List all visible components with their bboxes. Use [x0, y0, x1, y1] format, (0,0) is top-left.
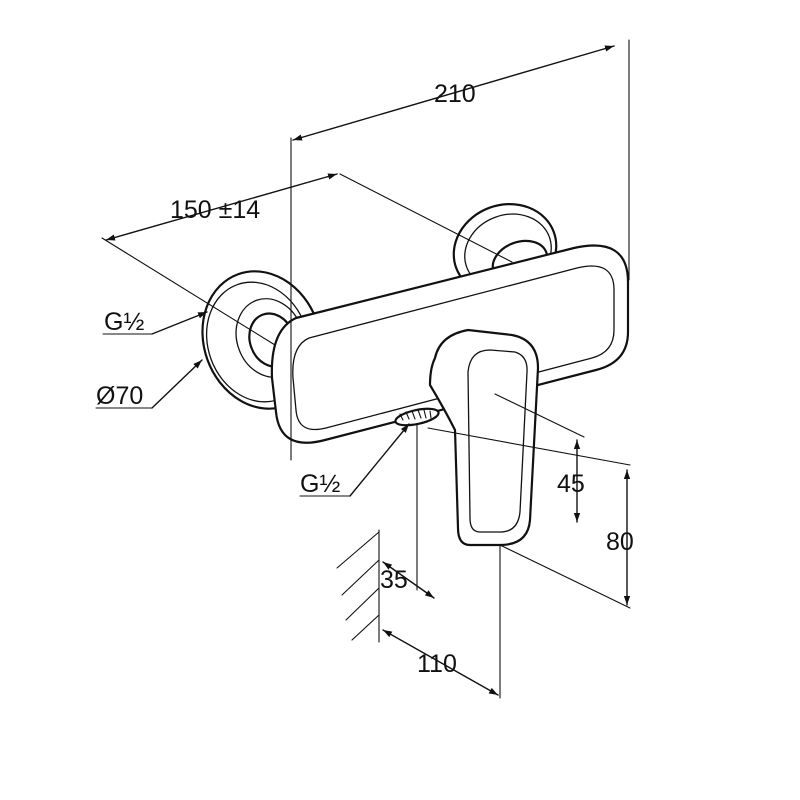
- wall-hatch: [336, 529, 380, 643]
- dim-150: 150 ±14: [101, 173, 513, 346]
- dim-110: 110: [382, 544, 501, 699]
- dim-outlet-thread: G½: [299, 423, 410, 498]
- outlet-nut: [394, 407, 440, 427]
- lever-handle: [428, 328, 540, 547]
- dim-rosette-diameter: Ø70: [95, 359, 203, 410]
- dim-80: 80: [427, 427, 634, 609]
- label-80: 80: [606, 528, 634, 556]
- label-210: 210: [434, 80, 476, 108]
- dim-35: 35: [380, 423, 435, 599]
- dim-45: 45: [494, 393, 585, 523]
- label-d70: Ø70: [96, 382, 143, 410]
- label-110: 110: [417, 650, 457, 678]
- label-35: 35: [380, 566, 408, 594]
- dim-inlet-thread: G½: [102, 308, 208, 336]
- label-45: 45: [557, 470, 585, 498]
- label-150: 150 ±14: [170, 196, 260, 224]
- label-g-half-outlet: G½: [300, 470, 340, 498]
- label-g-half-inlet: G½: [104, 308, 144, 336]
